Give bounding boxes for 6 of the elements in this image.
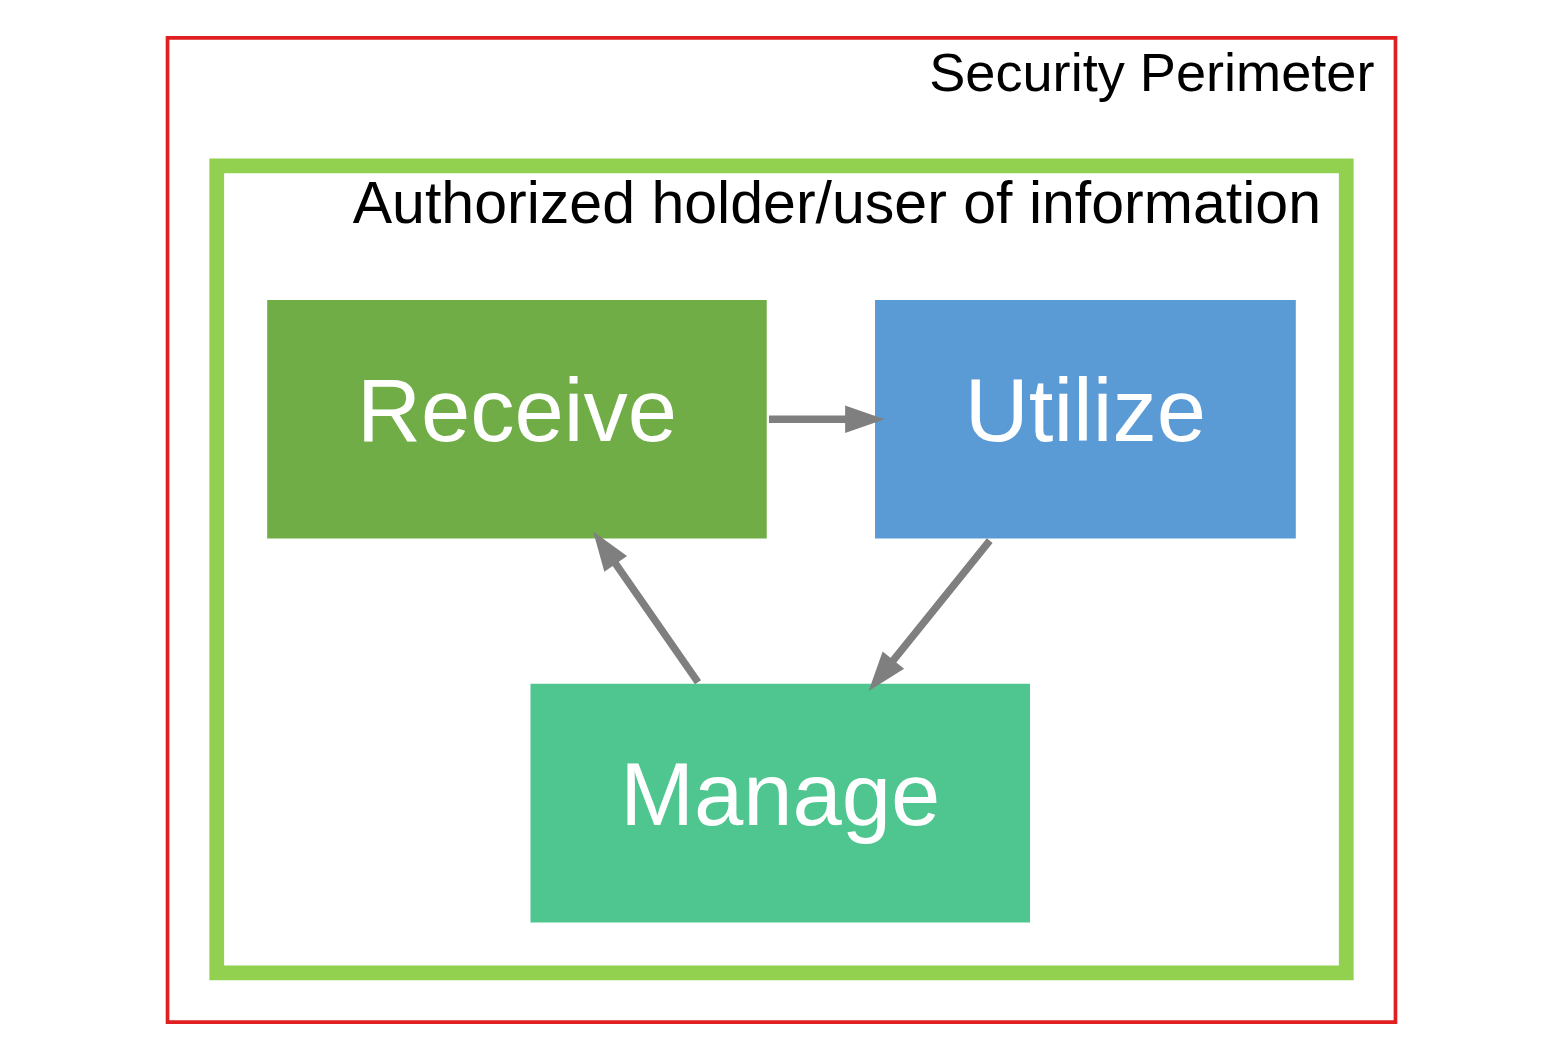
arrow: [768, 405, 885, 434]
node-box: Receive: [264, 297, 769, 542]
arrow: [868, 538, 993, 691]
arrow: [592, 531, 701, 685]
node-box: Manage: [527, 681, 1032, 925]
node-box: Utilize: [872, 297, 1298, 542]
